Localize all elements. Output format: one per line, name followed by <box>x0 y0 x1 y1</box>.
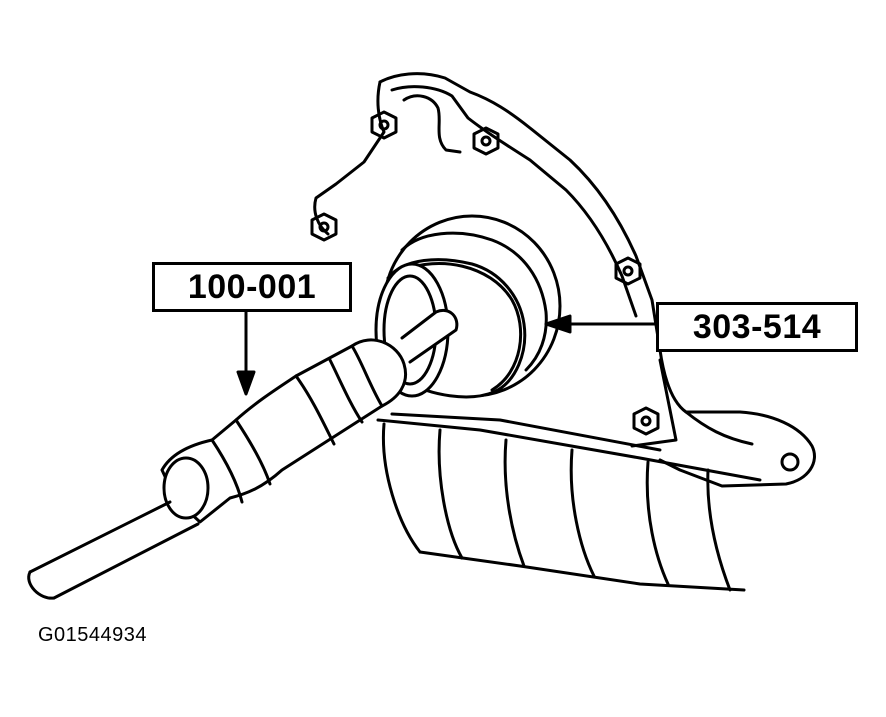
arrow-tool-a <box>238 306 254 394</box>
arrow-tool-b <box>546 316 656 332</box>
figure-id: G01544934 <box>38 624 148 646</box>
callout-tool-a: 100-001 <box>152 262 352 312</box>
oil-pan-top-edge <box>378 420 760 480</box>
cover-plate-lower-flange <box>632 360 752 446</box>
oil-pan-rib-2 <box>439 430 462 558</box>
cover-plate-inner-edge <box>392 87 636 316</box>
bolt-head-right <box>616 258 640 284</box>
cover-plate-notch <box>404 96 460 152</box>
seal-bore-inner-ring <box>402 233 546 370</box>
oil-pan-rib-1 <box>383 424 420 552</box>
cover-plate-outline <box>380 74 814 486</box>
bolt-head-bottom-right <box>634 408 658 434</box>
driver-shaft <box>29 502 198 598</box>
mounting-hole <box>782 454 798 470</box>
oil-pan-rib-4 <box>571 450 594 576</box>
callout-tool-b: 303-514 <box>656 302 858 352</box>
driver-handle <box>162 310 457 522</box>
oil-pan-rib-6 <box>708 470 730 590</box>
bolt-head-top-right <box>474 128 498 154</box>
oil-pan-upper-edge <box>392 414 660 450</box>
cover-plate-left-edge <box>315 82 384 234</box>
oil-pan-rib-5 <box>647 462 668 584</box>
oil-pan-lower-edge <box>420 552 744 590</box>
bolt-head-left <box>312 214 336 240</box>
bolt-head-top-left <box>372 112 396 138</box>
oil-pan-rib-3 <box>505 440 524 566</box>
